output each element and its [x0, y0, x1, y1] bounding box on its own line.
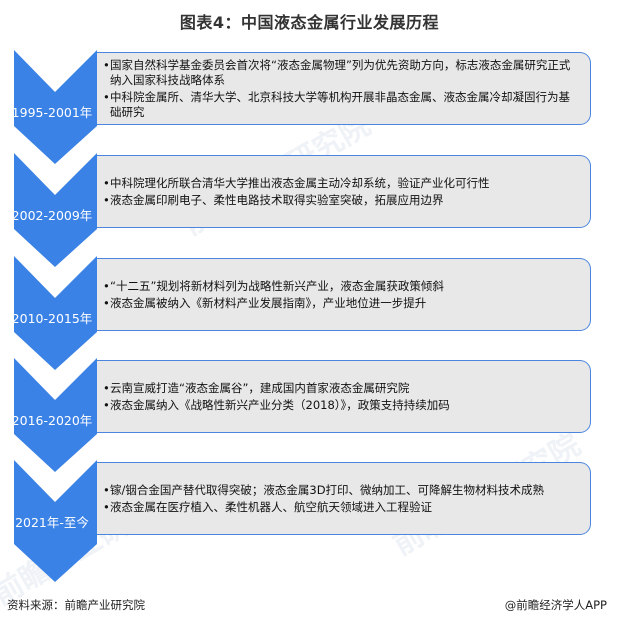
- list-item: •中科院金属所、清华大学、北京科技大学等机构开展非晶态金属、液态金属冷却凝固行为…: [103, 89, 570, 119]
- list-item: •液态金属被纳入《新材料产业发展指南》，产业地位进一步提升: [103, 295, 427, 310]
- stage-period: 1995-2001年: [11, 105, 93, 120]
- timeline-stage: 2021年-至今 •镓/铟合金国产替代取得突破；液态金属3D打印、微纳加工、可降…: [0, 460, 619, 582]
- list-item: •云南宣威打造“液态金属谷”，建成国内首家液态金属研究院: [103, 380, 410, 395]
- chevron-arrow-icon: [14, 256, 98, 370]
- bullet-icon: •: [103, 499, 110, 514]
- stage-period: 2010-2015年: [11, 311, 93, 326]
- bullet-icon: •: [103, 278, 110, 293]
- stage-period: 2002-2009年: [11, 208, 93, 223]
- timeline-stage: 2010-2015年 •“十二五”规划将新材料列为战略性新兴产业，液态金属获政策…: [0, 256, 619, 376]
- stage-description-box: •镓/铟合金国产替代取得突破；液态金属3D打印、微纳加工、可降解生物材料技术成熟…: [97, 462, 591, 535]
- chevron-arrow-icon: [14, 153, 98, 267]
- bullet-icon: •: [103, 295, 110, 310]
- timeline-stage: 1995-2001年 •国家自然科学基金委员会首次将“液态金属物理”列为优先资助…: [0, 50, 619, 170]
- list-item: •液态金属在医疗植入、柔性机器人、航空航天领域进入工程验证: [103, 499, 432, 514]
- bullet-icon: •: [103, 175, 110, 190]
- stage-description-box: •中科院理化所联合清华大学推出液态金属主动冷却系统，验证产业化可行性 •液态金属…: [97, 155, 591, 228]
- figure-title: 图表4：中国液态金属行业发展历程: [179, 13, 440, 32]
- timeline-stage: 2016-2020年 •云南宣威打造“液态金属谷”，建成国内首家液态金属研究院 …: [0, 358, 619, 478]
- list-item: •镓/铟合金国产替代取得突破；液态金属3D打印、微纳加工、可降解生物材料技术成熟: [103, 482, 545, 497]
- bullet-icon: •: [103, 57, 110, 72]
- list-item: •“十二五”规划将新材料列为战略性新兴产业，液态金属获政策倾斜: [103, 278, 444, 293]
- stage-description-box: •“十二五”规划将新材料列为战略性新兴产业，液态金属获政策倾斜 •液态金属被纳入…: [97, 258, 591, 331]
- stage-description-box: •云南宣威打造“液态金属谷”，建成国内首家液态金属研究院 •液态金属纳入《战略性…: [97, 360, 591, 433]
- bullet-icon: •: [103, 380, 110, 395]
- list-item: •液态金属印刷电子、柔性电路技术取得实验室突破，拓展应用边界: [103, 192, 444, 207]
- stage-period: 2021年-至今: [15, 515, 89, 530]
- stage-period: 2016-2020年: [11, 413, 93, 428]
- bullet-icon: •: [103, 482, 110, 497]
- chevron-arrow-icon: [14, 358, 98, 472]
- chevron-arrow-icon: [14, 50, 98, 164]
- bullet-icon: •: [103, 192, 110, 207]
- stage-description-box: •国家自然科学基金委员会首次将“液态金属物理”列为优先资助方向，标志液态金属研究…: [97, 52, 591, 125]
- bullet-icon: •: [103, 89, 110, 104]
- bullet-icon: •: [103, 397, 110, 412]
- list-item: •国家自然科学基金委员会首次将“液态金属物理”列为优先资助方向，标志液态金属研究…: [103, 57, 571, 87]
- chevron-arrow-icon: [14, 460, 98, 582]
- list-item: •液态金属纳入《战略性新兴产业分类（2018）》，政策支持持续加码: [103, 397, 450, 412]
- list-item: •中科院理化所联合清华大学推出液态金属主动冷却系统，验证产业化可行性: [103, 175, 490, 190]
- source-note: 资料来源：前瞻产业研究院: [7, 598, 145, 612]
- timeline-stage: 2002-2009年 •中科院理化所联合清华大学推出液态金属主动冷却系统，验证产…: [0, 153, 619, 273]
- credit-note: @前瞻经济学人APP: [504, 598, 607, 612]
